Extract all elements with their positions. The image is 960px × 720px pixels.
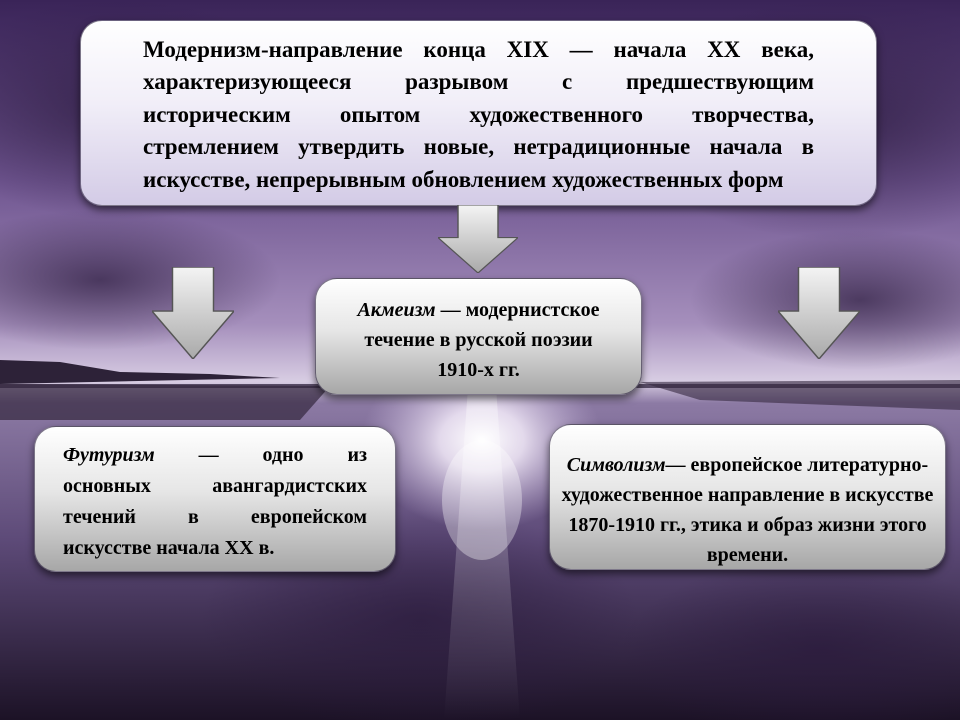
modernism-line-5: искусстве, непрерывным обновлением худож… [143,166,784,192]
modernism-line-2: характеризующееся разрывом с предшествую… [143,69,814,95]
symbolism-line-2: художественное направление в искусстве [561,484,934,506]
symbolism-line-1: Символизм— европейское литературно- [554,450,941,480]
arrow-down-left-icon [152,267,234,359]
symbolism-term: Символизм [566,454,666,476]
symbolism-line-1-rest: — европейское литературно- [665,454,929,476]
acmeism-line-3: 1910-х гг. [437,359,520,381]
modernism-line-1: Модернизм-направление конца XIX — начала… [143,37,814,62]
futurism-line-1-rest: — одно из [154,444,367,466]
futurism-line-4: искусстве начала XX в. [63,537,275,559]
futurism-line-3: течений в европейском [63,506,367,528]
acmeism-term: Акмеизм [357,299,436,321]
symbolism-line-4: времени. [706,544,789,566]
futurism-line-2: основных авангардистских [63,475,367,497]
futurism-line-1: Футуризм — одно из [63,440,367,471]
acmeism-line-2: течение в русской поэзии [364,329,593,351]
modernism-definition-box: Модернизм-направление конца XIX — начала… [80,20,877,206]
acmeism-line-1: Акмеизм — модернистское [326,295,631,325]
symbolism-box: Символизм— европейское литературно- худо… [549,424,946,570]
futurism-term: Футуризм [63,444,155,466]
acmeism-box: Акмеизм — модернистское течение в русско… [315,278,642,395]
arrow-down-center-icon [438,205,518,273]
futurism-box: Футуризм — одно из основных авангардистс… [34,426,396,572]
arrow-down-right-icon [778,267,860,359]
symbolism-line-3: 1870-1910 гг., этика и образ жизни этого [568,514,927,536]
modernism-line-4: стремлением утвердить новые, нетрадицион… [143,134,814,160]
modernism-line-3: историческим опытом художественного твор… [143,101,814,127]
acmeism-line-1-rest: — модернистское [435,299,600,321]
